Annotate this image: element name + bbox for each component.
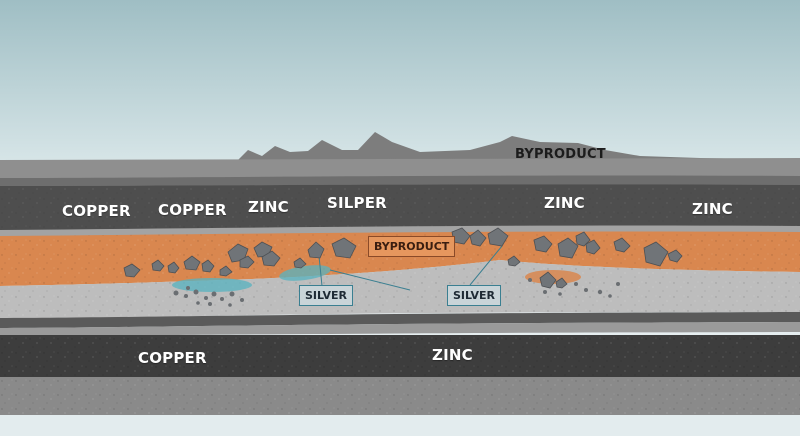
label-copper-2: COPPER <box>158 201 227 219</box>
silver-vein-mid <box>279 265 331 281</box>
silver-band-texture <box>0 260 800 318</box>
deep-stratum-texture <box>0 335 800 377</box>
ground-base <box>0 415 800 436</box>
ore-band-texture <box>0 231 800 286</box>
label-zinc-3: ZINC <box>692 200 733 218</box>
pebble-field <box>173 278 620 307</box>
label-silper: SILPER <box>327 194 387 212</box>
stratum-dark-texture <box>0 186 800 232</box>
label-silver-1: SILVER <box>299 285 354 306</box>
label-zinc-4: ZINC <box>432 346 473 364</box>
leader-line-silver-2 <box>329 269 411 291</box>
stripe-light <box>0 322 800 336</box>
label-top-byproduct: BYPRODUCT <box>515 147 606 162</box>
label-zinc-1: ZINC <box>248 198 289 216</box>
leader-line-silver-3 <box>469 245 503 286</box>
label-zinc-2: ZINC <box>544 194 585 212</box>
stripe-thin <box>0 312 800 328</box>
rock-cluster <box>123 227 683 289</box>
silver-vein-left <box>172 278 252 292</box>
bedrock-texture <box>0 377 800 415</box>
label-copper-1: COPPER <box>62 202 131 220</box>
label-byproduct-box: BYPRODUCT <box>368 236 456 257</box>
stratum-top-dark <box>0 175 800 186</box>
label-silver-2: SILVER <box>447 285 502 306</box>
label-copper-3: COPPER <box>138 349 207 367</box>
